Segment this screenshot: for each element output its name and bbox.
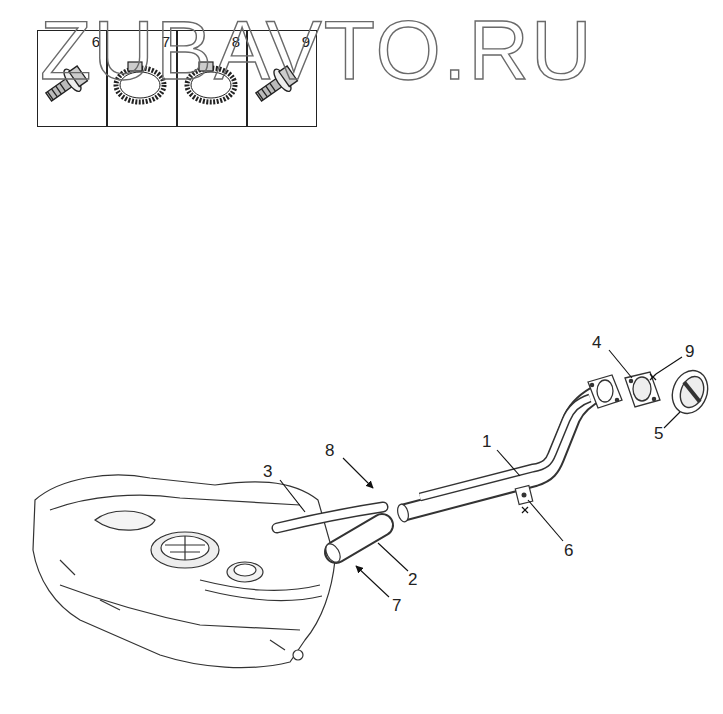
gasket <box>625 372 660 407</box>
callout-number: 5 <box>652 424 665 443</box>
callout-number: 2 <box>406 570 419 589</box>
filler-hose <box>323 525 382 565</box>
callout-number: 4 <box>590 333 603 352</box>
callout-number: 8 <box>323 441 336 460</box>
filler-flange <box>588 375 622 408</box>
callout-number: 9 <box>683 342 696 361</box>
callout-number: 6 <box>562 541 575 560</box>
filler-pipe <box>396 392 600 523</box>
watermark: ZUBAVTO.RU <box>40 8 594 92</box>
fuel-cap <box>667 366 714 419</box>
callout-number: 7 <box>390 596 403 615</box>
callout-number: 3 <box>261 462 274 481</box>
x-mark <box>522 374 656 513</box>
leader-line <box>280 350 682 597</box>
callout-number: 1 <box>480 432 493 451</box>
fuel-tank <box>33 475 335 668</box>
